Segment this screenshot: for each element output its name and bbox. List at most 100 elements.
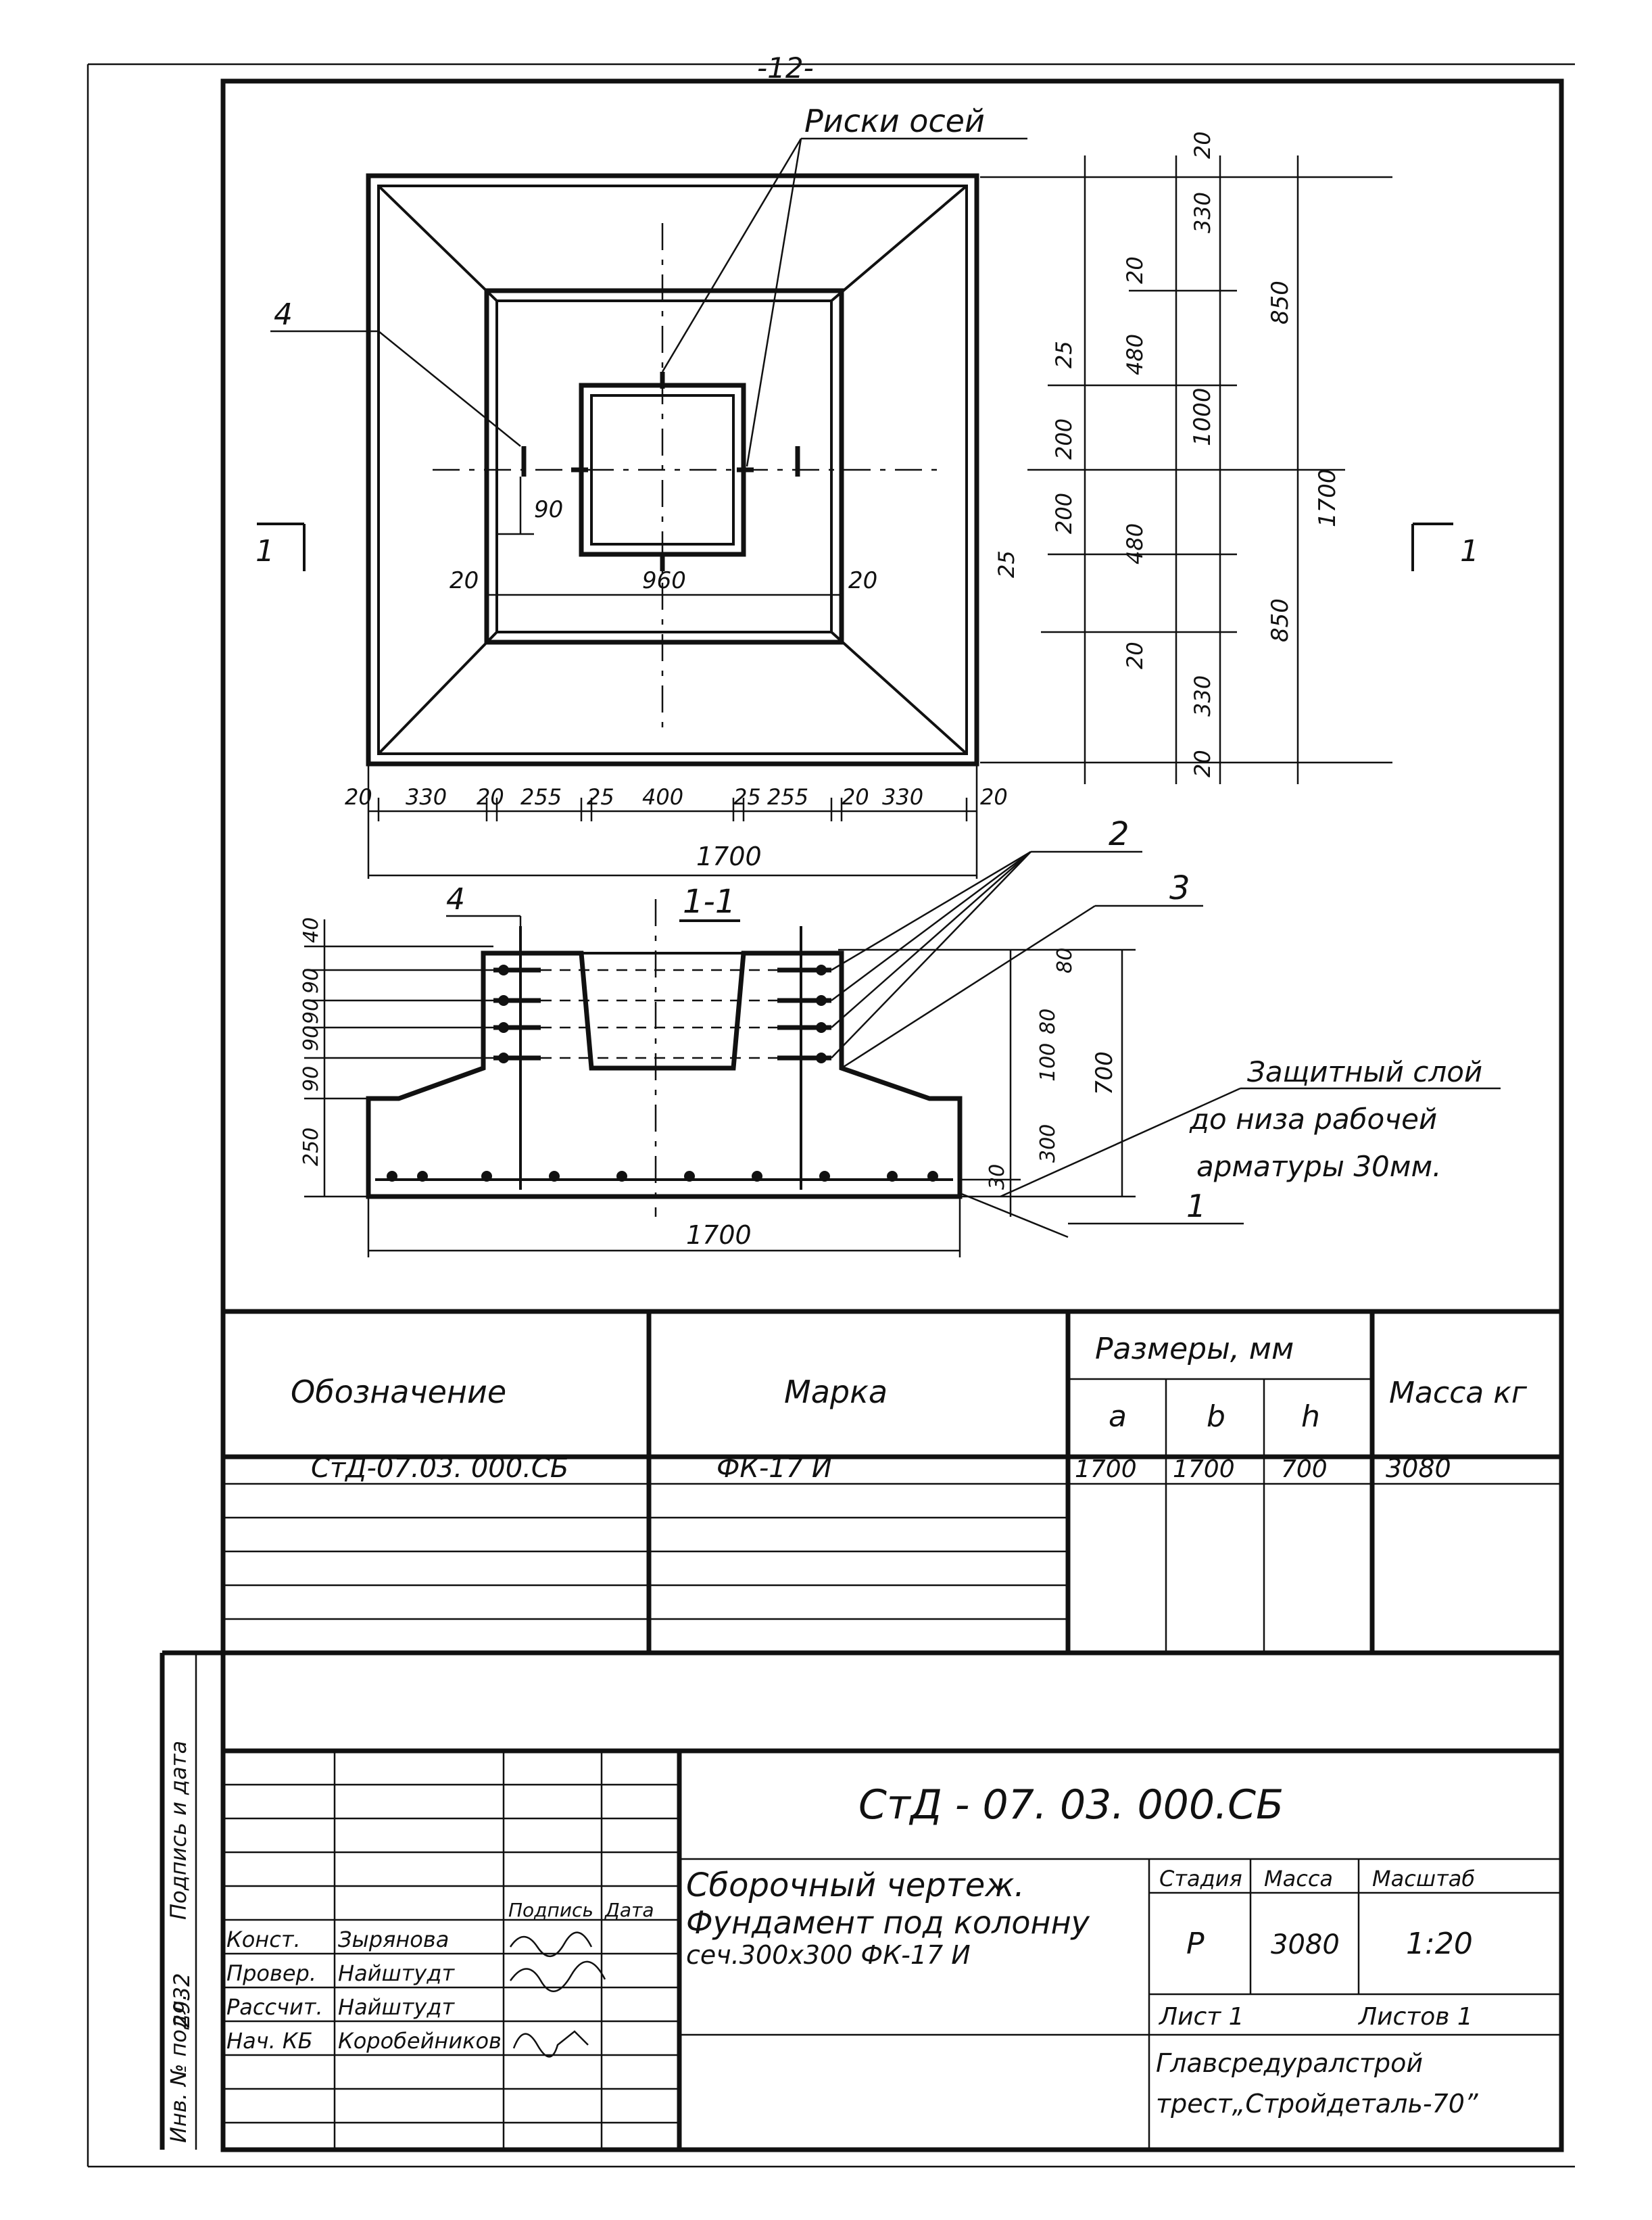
section-item-3: 3 bbox=[1169, 869, 1190, 907]
plan-bottom-dim: 20 bbox=[980, 784, 1008, 810]
plan-right-dim: 20 bbox=[1190, 750, 1215, 777]
plan-right-dim: 480 bbox=[1122, 523, 1148, 564]
section-left-dim: 90 bbox=[299, 968, 323, 994]
rebar-dot bbox=[887, 1171, 898, 1182]
spec-table bbox=[223, 1309, 1561, 1656]
rebar-dot bbox=[816, 1022, 827, 1033]
side-inv-value: 2932 bbox=[169, 1973, 195, 2028]
section-right-dim: 300 bbox=[1036, 1124, 1060, 1163]
section-dim-700: 700 bbox=[1091, 1051, 1118, 1095]
plan-bottom-dims: 20 330 20 255 25 400 25 255 20 330 20 bbox=[345, 784, 1008, 810]
note-line-1: Защитный слой bbox=[1247, 1055, 1482, 1088]
col-b: b bbox=[1207, 1399, 1225, 1434]
plan-bottom-dim: 255 bbox=[520, 784, 562, 810]
staff-role: Конст. bbox=[226, 1927, 301, 1952]
rebar-dot bbox=[498, 1053, 509, 1063]
rebar-dot bbox=[816, 965, 827, 975]
section-item-1: 1 bbox=[1186, 1188, 1206, 1224]
rebar-dot bbox=[498, 965, 509, 975]
plan-view bbox=[257, 137, 1453, 879]
rebar-dot bbox=[498, 1022, 509, 1033]
table-row: СтД-07.03. 000.СБ ФК-17 И 1700 1700 700 … bbox=[311, 1453, 1451, 1484]
row-h: 700 bbox=[1281, 1455, 1328, 1483]
section-right-dim: 80 bbox=[1036, 1009, 1060, 1034]
plan-dim-20-right: 20 bbox=[848, 567, 877, 594]
rebar-dot bbox=[816, 995, 827, 1006]
staff-name: Найштудт bbox=[338, 1960, 455, 1986]
plan-right-dims: 20 330 20 480 25 200 200 25 480 20 330 2… bbox=[994, 131, 1215, 777]
staff-role: Нач. КБ bbox=[226, 2028, 313, 2054]
org-line-2: трест„Стройдеталь-70” bbox=[1156, 2089, 1478, 2119]
row-a: 1700 bbox=[1075, 1455, 1137, 1483]
row-b: 1700 bbox=[1173, 1455, 1235, 1483]
staff-name: Зырянова bbox=[338, 1927, 449, 1952]
rebar-dot bbox=[816, 1053, 827, 1063]
plan-right-dim: 20 bbox=[1122, 256, 1148, 284]
section-left-dim: 90 bbox=[299, 1066, 323, 1092]
scale-label: Масштаб bbox=[1372, 1866, 1475, 1891]
section-right-dims: 80 100 80 300 30 bbox=[986, 948, 1077, 1190]
sheet-count: Листов 1 bbox=[1357, 2003, 1473, 2031]
section-left-dim: 90 bbox=[299, 1025, 323, 1051]
section-left-dims: 40 90 90 90 90 250 bbox=[299, 917, 323, 1166]
staff-list: Конст. Зырянова Провер. Найштудт Рассчит… bbox=[226, 1927, 502, 2054]
section-mark-right: 1 bbox=[1460, 534, 1479, 569]
row-designation: СтД-07.03. 000.СБ bbox=[311, 1453, 568, 1484]
col-signature: Подпись bbox=[508, 1899, 593, 1921]
rebar-dot bbox=[387, 1171, 397, 1182]
org-line-1: Главсредуралстрой bbox=[1156, 2048, 1423, 2078]
plan-bottom-dim: 400 bbox=[642, 784, 683, 810]
col-h: h bbox=[1301, 1399, 1320, 1434]
title-line-1: Сборочный чертеж. bbox=[686, 1866, 1025, 1904]
axis-marks-label: Риски осей bbox=[804, 103, 985, 139]
stage-label: Стадия bbox=[1159, 1866, 1242, 1891]
plan-right-dim: 25 bbox=[1051, 341, 1077, 368]
plan-bottom-dim: 330 bbox=[406, 784, 447, 810]
col-date: Дата bbox=[604, 1899, 654, 1921]
staff-role: Провер. bbox=[226, 1960, 316, 1986]
plan-right-dim: 480 bbox=[1122, 334, 1148, 375]
row-mark: ФК-17 И bbox=[716, 1453, 832, 1484]
plan-right-dim: 20 bbox=[1190, 131, 1215, 159]
page-number: -12- bbox=[757, 51, 814, 85]
plan-dim-20-left: 20 bbox=[450, 567, 479, 594]
section-left-dim: 90 bbox=[299, 998, 323, 1024]
plan-dim-960: 960 bbox=[642, 567, 686, 594]
rebar-dot bbox=[684, 1171, 695, 1182]
plan-dim-1000: 1000 bbox=[1189, 387, 1216, 446]
side-sign: Подпись и дата bbox=[166, 1741, 191, 1920]
note-line-3: арматуры 30мм. bbox=[1196, 1150, 1441, 1183]
section-left-dim: 40 bbox=[299, 917, 323, 943]
plan-right-dim: 200 bbox=[1051, 493, 1077, 534]
section-right-dim: 100 bbox=[1036, 1043, 1060, 1082]
section-item-4: 4 bbox=[446, 882, 465, 917]
staff-name: Найштудт bbox=[338, 1994, 455, 2020]
rebar-dot bbox=[752, 1171, 762, 1182]
plan-right-dim: 200 bbox=[1051, 418, 1077, 460]
title-block bbox=[160, 1650, 1561, 2150]
section-right-dim: 80 bbox=[1053, 948, 1077, 973]
col-mass: Масса кг bbox=[1389, 1376, 1528, 1410]
plan-overall-width: 1700 bbox=[696, 842, 762, 871]
plan-right-dim: 330 bbox=[1190, 675, 1215, 717]
section-overall-width: 1700 bbox=[686, 1220, 752, 1250]
plan-bottom-dim: 20 bbox=[477, 784, 504, 810]
plan-dim-850-bottom: 850 bbox=[1267, 598, 1294, 642]
rebar-dot bbox=[417, 1171, 428, 1182]
section-title: 1-1 bbox=[683, 883, 735, 921]
side-inv: Инв. № подл. bbox=[166, 1994, 191, 2143]
col-designation: Обозначение bbox=[291, 1374, 506, 1410]
stage-value: Р bbox=[1186, 1927, 1205, 1961]
row-mass: 3080 bbox=[1386, 1453, 1451, 1483]
plan-bottom-dim: 20 bbox=[842, 784, 869, 810]
col-sizes: Размеры, мм bbox=[1095, 1332, 1294, 1366]
staff-name: Коробейников bbox=[338, 2028, 502, 2054]
sheet-number: Лист 1 bbox=[1158, 2003, 1244, 2031]
section-left-dim: 250 bbox=[299, 1128, 323, 1166]
section-rebar-dots bbox=[387, 965, 938, 1182]
rebar-dot bbox=[549, 1171, 560, 1182]
title-line-3: сеч.300х300 ФК-17 И bbox=[686, 1940, 971, 1970]
plan-dim-1700-right: 1700 bbox=[1314, 468, 1341, 527]
section-right-dim: 30 bbox=[986, 1164, 1009, 1190]
